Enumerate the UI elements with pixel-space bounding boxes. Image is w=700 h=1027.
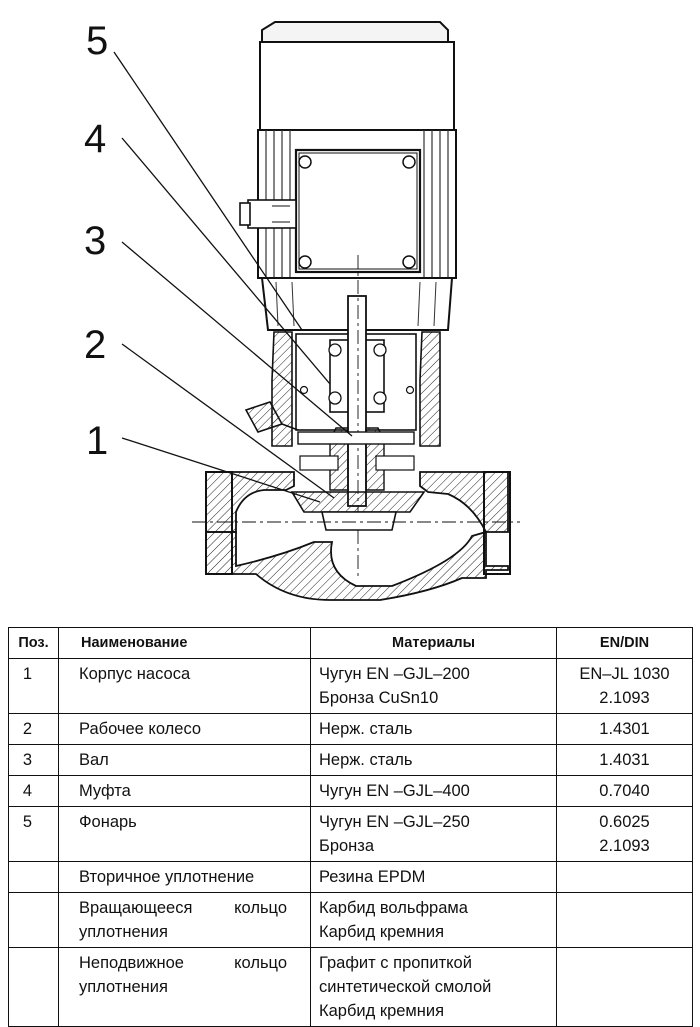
cell-line: Чугун EN –GJL–400	[319, 782, 470, 800]
cell-standard	[556, 892, 693, 948]
cell-name: Неподвижное кольцо уплотнения	[58, 947, 311, 1027]
cell-line: 2.1093	[599, 689, 650, 707]
cell-name: Корпус насоса	[58, 658, 311, 714]
cell-line: Нерж. сталь	[319, 720, 413, 738]
pump-drawing: 1 2 3 4 5	[84, 19, 520, 601]
cell-name: Вращающееся кольцо уплотнения	[58, 892, 311, 948]
cell-material: Резина EPDM	[310, 861, 557, 893]
cell-standard: 1.4301	[556, 713, 693, 745]
cell-line: Карбид вольфрама	[319, 899, 468, 917]
cell-line: 0.7040	[599, 782, 650, 800]
cell-position: 5	[8, 806, 59, 862]
header-position: Поз.	[8, 627, 59, 659]
motor-body	[239, 129, 457, 331]
cell-line: Бронза	[319, 837, 375, 855]
cell-line: Вращающееся кольцо	[79, 899, 287, 917]
cell-material: Нерж. сталь	[310, 713, 557, 745]
callout-2: 2	[84, 323, 106, 367]
cell-line: Графит с пропиткой	[319, 954, 472, 972]
cell-line: Рабочее колесо	[79, 720, 202, 738]
shaft	[347, 255, 367, 580]
table-row: Вторичное уплотнение Резина EPDM	[8, 861, 693, 893]
cell-line: Неподвижное кольцо	[79, 954, 287, 972]
callout-5: 5	[86, 19, 108, 63]
cell-line: Нерж. сталь	[319, 751, 413, 769]
cell-material: Чугун EN –GJL–400	[310, 775, 557, 807]
cell-line: Чугун EN –GJL–250	[319, 813, 470, 831]
cell-line: Бронза CuSn10	[319, 689, 439, 707]
callout-1: 1	[86, 419, 108, 463]
cell-line: Карбид кремния	[319, 1002, 445, 1020]
cell-line: EN–JL 1030	[579, 665, 670, 683]
cell-line: Карбид кремния	[319, 923, 445, 941]
motor-cap	[259, 21, 455, 131]
cell-line: Чугун EN –GJL–200	[319, 665, 470, 683]
cell-name: Фонарь	[58, 806, 311, 862]
table-row: 4 Муфта Чугун EN –GJL–400 0.7040	[8, 775, 693, 807]
cell-name: Рабочее колесо	[58, 713, 311, 745]
callout-4: 4	[84, 117, 106, 161]
parts-table: Поз. Наименование Материалы EN/DIN 1 Корп…	[8, 627, 693, 1027]
cell-line: Фонарь	[79, 813, 137, 831]
table-row: 2 Рабочее колесо Нерж. сталь 1.4301	[8, 713, 693, 745]
cell-line: Корпус насоса	[79, 665, 191, 683]
header-name: Наименование	[58, 627, 311, 659]
cell-standard: EN–JL 1030 2.1093	[556, 658, 693, 714]
table-header-row: Поз. Наименование Материалы EN/DIN	[8, 627, 693, 659]
header-material: Материалы	[310, 627, 557, 659]
cell-position	[8, 892, 59, 948]
cell-name: Муфта	[58, 775, 311, 807]
cell-material: Нерж. сталь	[310, 744, 557, 776]
leader-lines	[113, 51, 353, 503]
impeller	[290, 491, 426, 531]
table-row: 3 Вал Нерж. сталь 1.4031	[8, 744, 693, 776]
cell-name: Вал	[58, 744, 311, 776]
cell-line: уплотнения	[79, 923, 168, 941]
cell-position: 1	[8, 658, 59, 714]
table-row: Вращающееся кольцо уплотнения Карбид вольф…	[8, 892, 693, 948]
cell-position	[8, 861, 59, 893]
cell-line: 0.6025	[599, 813, 650, 831]
cell-line: 1.4031	[599, 751, 650, 769]
table-row: Неподвижное кольцо уплотнения Графит с про…	[8, 947, 693, 1027]
cell-position	[8, 947, 59, 1027]
header-standard: EN/DIN	[556, 627, 693, 659]
cell-position: 3	[8, 744, 59, 776]
cell-standard: 0.6025 2.1093	[556, 806, 693, 862]
cell-line: синтетической смолой	[319, 978, 492, 996]
mechanical-seal	[297, 427, 415, 491]
cell-position: 4	[8, 775, 59, 807]
cell-line: Резина EPDM	[319, 868, 426, 886]
cell-name: Вторичное уплотнение	[58, 861, 311, 893]
cell-standard: 1.4031	[556, 744, 693, 776]
cell-line: 2.1093	[599, 837, 650, 855]
callout-3: 3	[84, 219, 106, 263]
cell-line: уплотнения	[79, 978, 168, 996]
cell-standard	[556, 947, 693, 1027]
cell-line: Вал	[79, 751, 109, 769]
cell-line: 1.4301	[599, 720, 650, 738]
cell-standard	[556, 861, 693, 893]
cell-line: Муфта	[79, 782, 131, 800]
cell-standard: 0.7040	[556, 775, 693, 807]
cell-position: 2	[8, 713, 59, 745]
cell-line: Вторичное уплотнение	[79, 868, 255, 886]
